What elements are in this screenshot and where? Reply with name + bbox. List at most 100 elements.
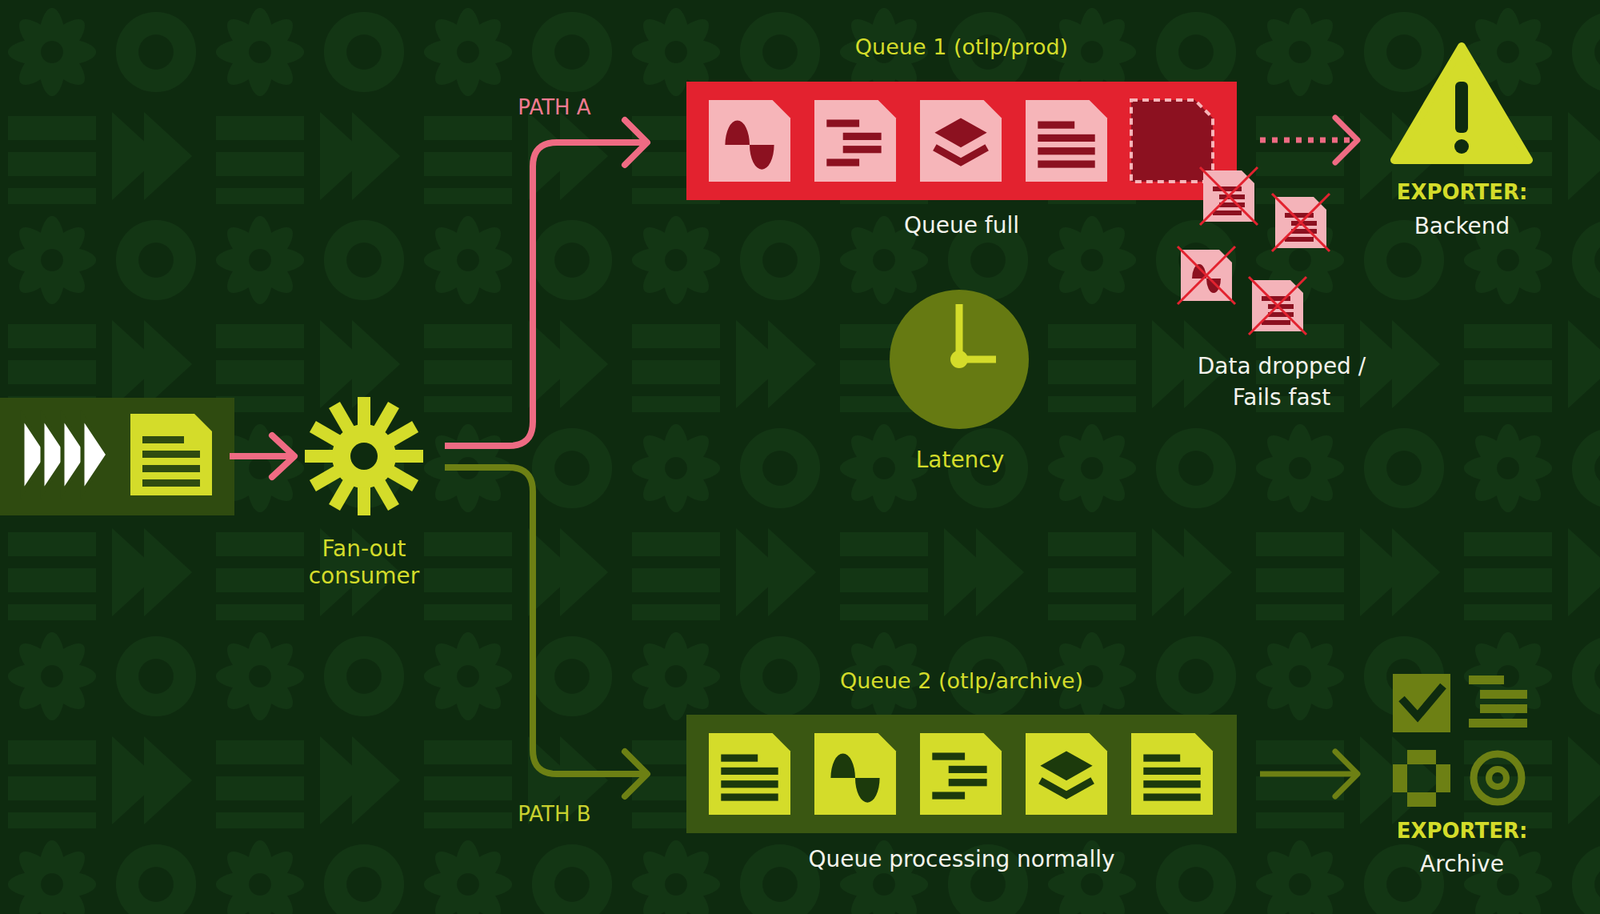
- input-box: [0, 397, 235, 516]
- connector-line: [444, 142, 648, 446]
- queue-item: [920, 100, 1002, 182]
- connector-line: [1260, 771, 1358, 777]
- queue-item-icon: [1131, 100, 1213, 182]
- queue-title: Queue 1 (otlp/prod): [686, 34, 1237, 60]
- exporter-name: Backend: [1360, 212, 1564, 240]
- item-line: [932, 752, 965, 760]
- exporter-heading: EXPORTER:: [1360, 818, 1564, 844]
- dropped-item: [1177, 246, 1236, 304]
- item-line: [932, 791, 965, 799]
- queue-item-icon: [1131, 732, 1213, 815]
- input-chevron: [82, 416, 108, 493]
- item-line: [843, 132, 882, 140]
- item-wave: [724, 120, 774, 170]
- archive-target: [1473, 753, 1522, 802]
- warning-dot: [1454, 139, 1469, 154]
- queue-rect: [686, 81, 1237, 200]
- item-line: [720, 767, 778, 775]
- queue-item-icon: [814, 732, 896, 815]
- queue-item-icon: [920, 100, 1002, 182]
- queue-item: [708, 100, 791, 182]
- queue-item: [1025, 100, 1108, 182]
- archive-lines: [1468, 675, 1504, 684]
- queue-slot: [1131, 100, 1213, 182]
- arrow-head: [1335, 117, 1358, 163]
- item-line: [948, 778, 988, 786]
- connector-line: [1260, 137, 1358, 144]
- flow-connector: [1260, 751, 1358, 796]
- sun-hole: [350, 442, 378, 470]
- clock-face: [889, 289, 1029, 429]
- consumer-label: Fan-out consumer: [296, 535, 432, 589]
- item-line: [1143, 754, 1180, 762]
- archive-check: [1401, 685, 1444, 716]
- fanout-consumer: Fan-out consumer: [296, 388, 432, 604]
- latency-clock: Latency: [880, 286, 1040, 479]
- item-line: [826, 158, 860, 166]
- arrow-head: [624, 120, 648, 165]
- exporter-name: Archive: [1360, 850, 1564, 878]
- exporter-node: EXPORTER: Archive: [1360, 668, 1564, 884]
- clock-center: [950, 350, 968, 368]
- dropped-item: [1272, 193, 1330, 252]
- item-line: [843, 145, 882, 153]
- item-line: [1037, 121, 1075, 129]
- queue-item: [1131, 732, 1213, 815]
- queue-item: [708, 732, 791, 815]
- queue-item-icon: [708, 100, 791, 182]
- path-label: PATH A: [474, 95, 635, 120]
- sunburst-icon: [304, 396, 424, 516]
- item-layer: [1040, 750, 1092, 780]
- dropped-item: [1200, 167, 1258, 225]
- drop-note: Data dropped / Fails fast: [1173, 350, 1390, 413]
- queue-title: Queue 2 (otlp/archive): [686, 668, 1237, 694]
- arrow-head: [1335, 751, 1358, 796]
- flow-connector: [444, 467, 648, 796]
- item-line: [720, 792, 778, 800]
- queue-item-icon: [920, 732, 1002, 815]
- item-line: [1143, 792, 1200, 800]
- connector-line: [444, 467, 648, 774]
- queue-item-icon: [1025, 732, 1108, 815]
- path-label: PATH B: [474, 801, 635, 827]
- queue-rect: [686, 714, 1237, 833]
- queue-item: [814, 732, 896, 815]
- item-layer: [934, 147, 987, 162]
- item-line: [720, 754, 758, 762]
- exporter-node: EXPORTER:Backend: [1360, 40, 1564, 248]
- queue-status: Queue full: [686, 212, 1237, 240]
- item-layer: [934, 117, 987, 148]
- archive-pixel: [1436, 764, 1451, 792]
- item-line: [1037, 147, 1095, 155]
- latency-label: Latency: [880, 446, 1040, 474]
- item-line: [1143, 767, 1200, 775]
- queue-item-icon: [814, 100, 896, 182]
- arrow-head: [272, 435, 295, 477]
- dropped-item: [1248, 276, 1307, 335]
- queue-item-icon: [1025, 100, 1108, 182]
- queue-item: [814, 100, 896, 182]
- flow-connector: [444, 120, 648, 446]
- arrow-head: [624, 751, 648, 796]
- item-line: [1037, 160, 1095, 168]
- item-wave: [830, 753, 880, 803]
- archive-target: [1488, 768, 1507, 787]
- item-line: [720, 780, 778, 788]
- queue-status: Queue processing normally: [686, 845, 1237, 873]
- archive-pixel: [1407, 792, 1436, 807]
- sun-core: [332, 424, 396, 488]
- document-lines: [142, 436, 200, 487]
- archive-lines: [1468, 718, 1528, 728]
- flow-connector: [1260, 117, 1358, 163]
- item-line: [948, 765, 988, 773]
- warning-triangle: [1394, 46, 1529, 160]
- queue-box: Queue 2 (otlp/archive) Queue processing n…: [649, 665, 1237, 878]
- item-layer: [1040, 780, 1092, 795]
- item-line: [826, 119, 860, 127]
- clock-hands: [959, 304, 996, 360]
- queue-item-icon: [708, 732, 791, 815]
